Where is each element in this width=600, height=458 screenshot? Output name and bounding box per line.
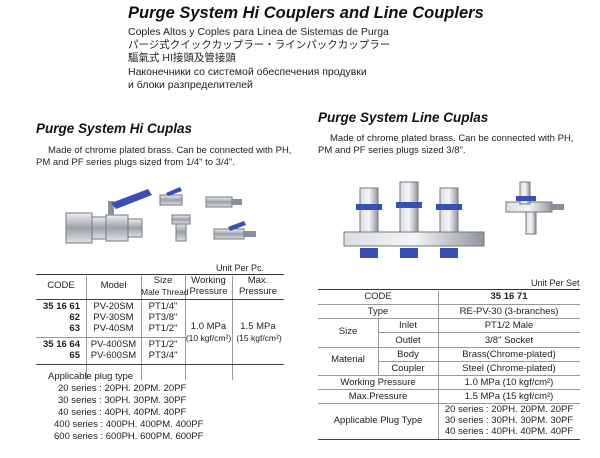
plug-type-row: 400 series : 400PH. 400PM. 400PF [54,419,204,430]
right-section-title: Purge System Line Cuplas [318,110,489,125]
left-section-title: Purge System Hi Cuplas [36,121,193,136]
code-cell: 62 [69,312,80,323]
plug-type-label: Applicable Plug Type [333,415,423,426]
coupler-value: Steel (Chrome-plated) [462,363,556,374]
col-header-code: CODE [47,280,75,291]
col-header-max-sub: Pressure [238,286,277,297]
code-cell: 65 [69,350,80,361]
coupler-label: Coupler [391,363,425,374]
col-header-size-sub: Male Thread [141,287,189,297]
working-pressure-label: Working Pressure [340,377,416,388]
inlet-label: Inlet [399,320,417,331]
material-label: Material [331,354,365,365]
size-cell: PT1/4" [148,301,178,312]
type-label: Type [367,306,389,317]
model-cell: PV-20SM [93,301,134,312]
model-cell: PV-30SM [93,312,134,323]
working-pressure-value: 1.0 MPa (10 kgf/cm²) [464,377,554,388]
plug-type-row: 600 series : 600PH. 600PM. 600PF [54,431,204,442]
working-pressure-value: 1.0 MPa [190,321,227,332]
size-label: Size [338,326,358,337]
plug-type-value: 30 series : 30PH. 30PM. 30PF [444,415,574,426]
subtitle-chinese: 驅氣式 HI接頭及管接頭 [128,52,236,64]
code-cell: 63 [69,323,80,334]
type-value: RE-PV-30 (3-branches) [459,306,559,317]
page-title: Purge System Hi Couplers and Line Couple… [128,4,484,22]
hi-cupla-product-image [65,187,256,244]
outlet-value: 3/8" Socket [484,335,534,346]
max-pressure-value: 1.5 MPa [240,321,276,332]
col-header-working: Working [191,275,226,286]
body-value: Brass(Chrome-plated) [462,349,556,360]
code-cell: 35 16 61 [43,301,80,312]
subtitle-russian-2: и блоки разпределителей [128,79,253,91]
line-cupla-product-image [343,181,564,258]
size-cell: PT1/2" [148,323,178,334]
plug-type-value: 40 series : 40PH. 40PM. 40PF [444,426,574,437]
model-cell: PV-400SM [90,339,137,350]
max-pressure-label: Max.Pressure [348,391,408,402]
plug-type-row: 40 series : 40PH. 40PM. 40PF [58,407,187,418]
outlet-label: Outlet [395,335,421,346]
code-value: 35 16 71 [490,291,528,302]
code-label: CODE [364,291,392,302]
body-label: Body [397,349,419,360]
code-cell: 35 16 64 [43,339,80,350]
subtitle-russian-1: Наконечники со системой обеспечения прод… [128,66,367,78]
size-cell: PT3/8" [148,312,178,323]
size-cell: PT1/2" [148,339,178,350]
max-pressure-value: 1.5 MPa (15 kgf/cm²) [464,391,554,402]
plug-type-value: 20 series : 20PH. 20PM. 20PF [444,404,574,415]
col-header-working-sub: Pressure [189,286,228,297]
right-description: Made of chrome plated brass. Can be conn… [318,133,574,156]
model-cell: PV-40SM [93,323,134,334]
plug-type-title: Applicable plug type [48,371,134,382]
subtitle-japanese: パージ式クイックカップラー・ラインパックカップラー [128,39,391,51]
col-header-max: Max. [247,275,269,286]
left-unit-note: Unit Per Pc. [216,263,265,273]
plug-type-row: 20 series : 20PH. 20PM. 20PF [58,383,187,394]
model-cell: PV-600SM [90,350,137,361]
max-pressure-kgf: (15 kgf/cm²) [236,333,282,343]
size-cell: PT3/4" [148,350,178,361]
subtitle-spanish: Coples Altos y Coples para Linea de Sist… [128,26,389,38]
plug-type-row: 30 series : 30PH. 30PM. 30PF [58,395,187,406]
inlet-value: PT1/2 Male [484,320,534,331]
working-pressure-kgf: (10 kgf/cm²) [185,333,232,343]
col-header-size: Size [153,275,173,286]
left-description: Made of chrome plated brass. Can be conn… [36,145,292,168]
col-header-model: Model [100,280,127,291]
right-unit-note: Unit Per Set [531,278,580,288]
